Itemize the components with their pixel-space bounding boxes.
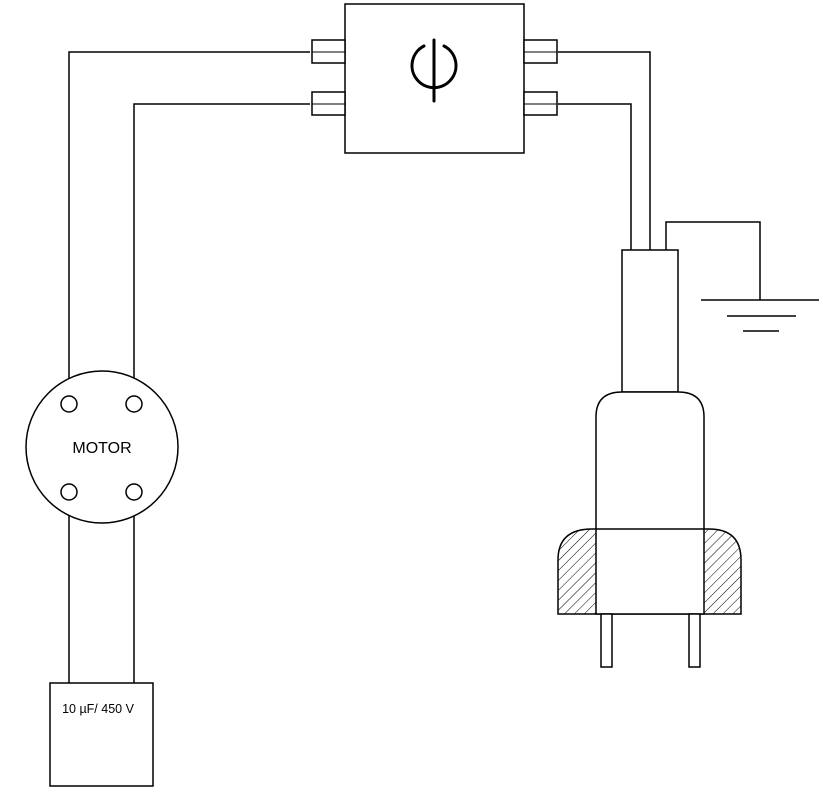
plug-body <box>595 391 705 615</box>
motor-terminal-top-left <box>60 395 78 413</box>
plug-icon <box>557 249 742 668</box>
motor-terminal-bottom-right <box>125 483 143 501</box>
power-switch <box>311 3 558 154</box>
capacitor-box <box>49 682 154 787</box>
capacitor: 10 µF/ 450 V <box>49 682 154 787</box>
plug-pin-left <box>600 613 613 668</box>
ground-icon <box>701 299 819 332</box>
motor-terminal-bottom-left <box>60 483 78 501</box>
plug-pin-right <box>688 613 701 668</box>
wire-plug-to-ground <box>665 221 761 300</box>
wire-switch-to-motor-inner <box>133 103 310 392</box>
plug-cable <box>621 249 679 393</box>
motor-label: MOTOR <box>72 440 131 457</box>
power-icon <box>410 38 458 103</box>
wire-switch-to-plug-outer <box>558 51 651 250</box>
motor-wires <box>68 51 310 683</box>
capacitor-label: 10 µF/ 450 V <box>62 702 134 716</box>
plug-wires <box>558 51 761 300</box>
motor: MOTOR <box>25 370 179 524</box>
switch-terminals <box>311 39 558 116</box>
wire-switch-to-plug-inner <box>558 103 632 250</box>
motor-terminal-top-right <box>125 395 143 413</box>
wire-switch-to-motor-outer <box>68 51 310 392</box>
